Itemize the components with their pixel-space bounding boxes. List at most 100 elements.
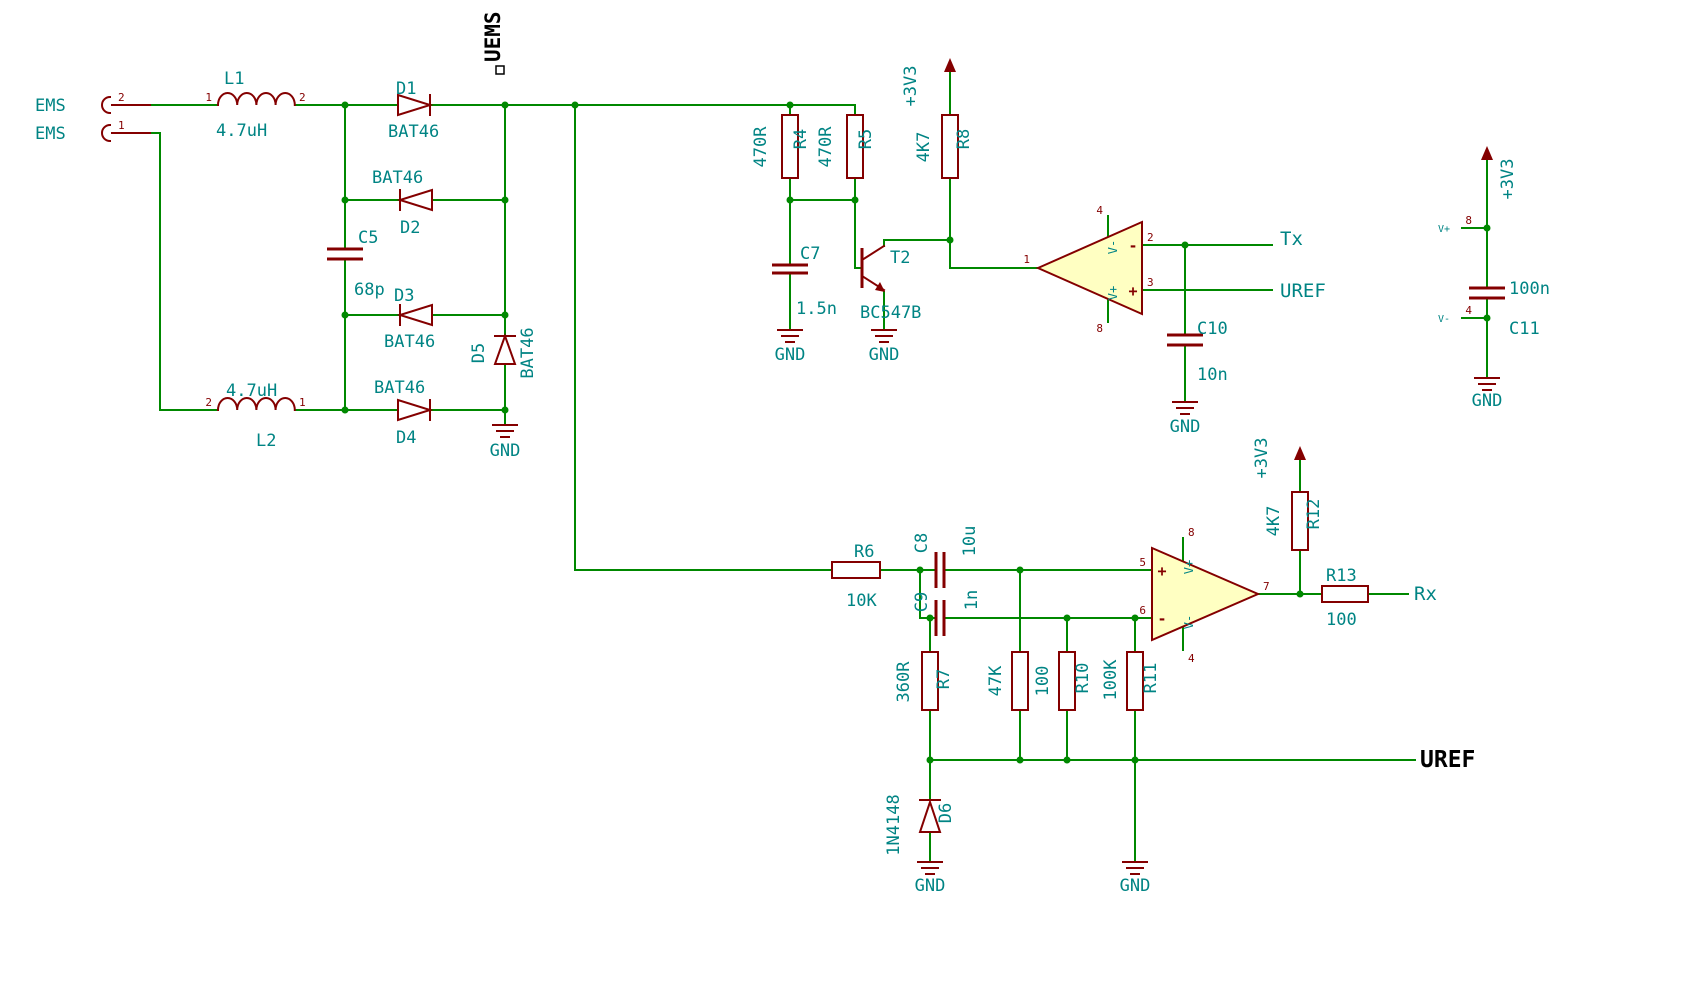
junction-dot <box>926 614 934 622</box>
resistor-r6-ref: R6 <box>854 542 874 562</box>
gnd-label: GND <box>869 345 900 365</box>
net-label-ems-top: EMS <box>35 96 66 116</box>
junction-dot <box>851 196 859 204</box>
opamp-1-pin-vtop: 4 <box>1096 204 1103 217</box>
diode-d5-ref: D5 <box>469 343 489 363</box>
diode-triangle <box>396 188 433 212</box>
diode-d6-value: 1N4148 <box>884 794 904 855</box>
diode-d6-ref: D6 <box>936 803 956 823</box>
opamp-2-vplus-label: V+ <box>1182 560 1196 574</box>
component-symbols <box>101 58 1505 875</box>
resistor-r12-ref: R12 <box>1304 499 1324 530</box>
diode-d6-symbol <box>918 798 942 833</box>
inductor-l2-value: 4.7uH <box>226 381 277 401</box>
junction-dot <box>1063 756 1071 764</box>
resistor-r4-body <box>781 114 799 179</box>
capacitor-c5-ref: C5 <box>358 228 378 248</box>
inductor-l2-pin-left: 2 <box>205 396 212 409</box>
resistor-r5-ref: R5 <box>856 129 876 149</box>
wire <box>949 69 1039 269</box>
power-unit-pin-num-bot: 4 <box>1465 304 1472 317</box>
diode-d3-ref: D3 <box>394 286 414 306</box>
gnd-symbol <box>492 424 518 438</box>
diode-d1-value: BAT46 <box>388 122 439 142</box>
gnd-label: GND <box>1170 417 1201 437</box>
diode-triangle <box>918 798 942 833</box>
diode-triangle <box>397 93 434 117</box>
connector-pin-arc <box>101 123 112 143</box>
capacitor-c8-plates <box>934 552 946 588</box>
resistor-r10-body <box>1058 651 1076 711</box>
resistor-r6-value: 10K <box>846 591 877 611</box>
capacitor-c10-plates <box>1167 333 1203 347</box>
junction-dot <box>926 756 934 764</box>
gnd-symbol <box>917 861 943 875</box>
inductor-l2-body <box>216 397 296 412</box>
power-flag-3v3-arrow <box>1294 446 1306 460</box>
opamp-1-pin-out: 1 <box>1023 253 1030 266</box>
resistor-r11-value: 100K <box>1101 659 1121 701</box>
wire <box>854 104 863 269</box>
junction-dot <box>501 311 509 319</box>
resistor-r9-body <box>1011 651 1029 711</box>
opamp-2-vminus-label: V- <box>1182 615 1196 629</box>
diode-d3-symbol <box>396 303 433 327</box>
capacitor-c9-plates <box>934 600 946 636</box>
diode-triangle <box>396 303 433 327</box>
gnd-symbol <box>871 329 897 343</box>
opamp-2-pin-vbot: 4 <box>1188 652 1195 665</box>
net-label-ems-bottom: EMS <box>35 124 66 144</box>
diode-d4-ref: D4 <box>396 428 416 448</box>
transistor-t2-ref: T2 <box>890 248 910 268</box>
opamp-2-sign-in1: + <box>1157 562 1166 580</box>
power-label-3v3: +3V3 <box>1498 159 1518 200</box>
capacitor-c10-ref: C10 <box>1197 319 1228 339</box>
junction-dot <box>1063 614 1071 622</box>
gnd-symbol <box>1172 401 1198 415</box>
junction-dot <box>341 406 349 414</box>
junction-dot <box>501 196 509 204</box>
gnd-label: GND <box>775 345 806 365</box>
resistor-r4-ref: R4 <box>791 129 811 149</box>
capacitor-c11-ref: C11 <box>1509 319 1540 339</box>
inductor-l1-pin-right: 2 <box>299 91 306 104</box>
diode-d1-ref: D1 <box>396 79 416 99</box>
opamp-2-pin-vtop: 8 <box>1188 526 1195 539</box>
junction-dot <box>1016 756 1024 764</box>
power-flag-3v3-arrow <box>944 58 956 72</box>
connector-pin-number-bottom: 1 <box>118 119 125 132</box>
opamp-1-symbol <box>1035 220 1143 316</box>
wire <box>149 132 219 411</box>
junction-dot <box>1483 314 1491 322</box>
transistor-t2-value: BC547B <box>860 303 921 323</box>
resistor-r7-body <box>921 651 939 711</box>
net-label-rx: Rx <box>1414 583 1437 605</box>
wire <box>1461 157 1488 379</box>
resistor-r7-value: 360R <box>894 661 914 703</box>
capacitor-c11-value: 100n <box>1509 279 1550 299</box>
net-label-uref-tap: UREF <box>1280 280 1326 302</box>
opamp-1-vminus-label: V- <box>1106 240 1120 254</box>
net-label-tx: Tx <box>1280 228 1303 250</box>
capacitor-c7-ref: C7 <box>800 244 820 264</box>
resistor-r5-value: 470R <box>816 126 836 168</box>
wires <box>149 69 1488 863</box>
wire <box>574 104 833 571</box>
capacitor-c9-value: 1n <box>962 590 982 610</box>
wire <box>883 239 951 247</box>
resistor-r4-value: 470R <box>751 126 771 168</box>
pin-numbers: 2 1 1 2 2 1 1 2 3 4 8 5 6 7 8 4 8 4 V+ V… <box>118 91 1472 665</box>
resistor-r8-value: 4K7 <box>914 132 934 163</box>
inductor-l1-body <box>216 92 296 107</box>
connector-pin-line <box>111 104 151 134</box>
gnd-symbol <box>777 329 803 343</box>
rotated-field-texts: 470R R4 470R R5 4K7 R8 +3V3 4K7 R12 +3V3… <box>469 66 1518 856</box>
opamp-1-sign-in1: - <box>1128 237 1137 255</box>
resistor-r10-ref: R10 <box>1073 663 1093 694</box>
resistor-r12-value: 4K7 <box>1264 506 1284 537</box>
opamp-2-pin-out: 7 <box>1263 580 1270 593</box>
junction-dot <box>1131 614 1139 622</box>
junction-dot <box>501 406 509 414</box>
junction-dot <box>1181 241 1189 249</box>
